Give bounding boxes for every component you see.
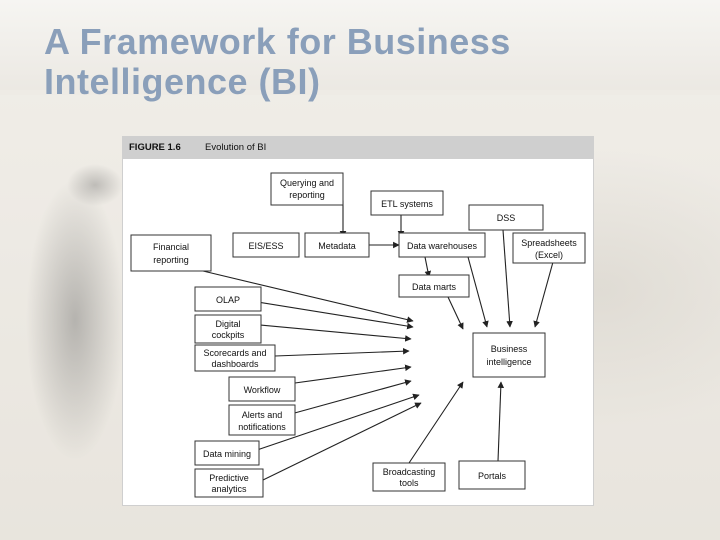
node-metadata: Metadata xyxy=(305,233,369,257)
node-label-line: dashboards xyxy=(211,359,259,369)
node-label-line: intelligence xyxy=(486,357,531,367)
node-label-line: EIS/ESS xyxy=(248,241,283,251)
node-label-line: reporting xyxy=(289,190,325,200)
node-label-line: Portals xyxy=(478,471,507,481)
arrow-olap-to-center xyxy=(239,299,413,327)
node-label-line: Data marts xyxy=(412,282,457,292)
arrow-querying-to-warehouses xyxy=(305,201,343,237)
node-eis-ess: EIS/ESS xyxy=(233,233,299,257)
node-label-line: ETL systems xyxy=(381,199,433,209)
node-label-line: tools xyxy=(399,478,419,488)
node-portals: Portals xyxy=(459,461,525,489)
node-label-line: Financial xyxy=(153,242,189,252)
node-label-line: Metadata xyxy=(318,241,356,251)
arrow-workflow-to-center xyxy=(295,367,411,383)
node-label-line: notifications xyxy=(238,422,286,432)
node-label-line: reporting xyxy=(153,255,189,265)
node-label-line: Spreadsheets xyxy=(521,238,577,248)
node-label-line: Broadcasting xyxy=(383,467,436,477)
arrow-spreadsheets-to-bi xyxy=(535,262,553,327)
node-label-line: (Excel) xyxy=(535,250,563,260)
figure-panel: FIGURE 1.6 Evolution of BI xyxy=(122,136,594,506)
arrow-broadcasting-to-bi xyxy=(409,382,463,463)
node-label-line: Data mining xyxy=(203,449,251,459)
node-label-line: analytics xyxy=(211,484,247,494)
slide-title: A Framework for Business Intelligence (B… xyxy=(44,22,511,102)
arrow-dss-to-bi xyxy=(503,230,510,327)
node-dss: DSS xyxy=(469,205,543,230)
node-alerts-notifications: Alerts and notifications xyxy=(229,405,295,435)
node-label-line: DSS xyxy=(497,213,516,223)
node-label-line: OLAP xyxy=(216,295,240,305)
bi-evolution-diagram: Querying and reporting ETL systems DSS F… xyxy=(123,137,593,505)
slide-title-line-1: A Framework for Business xyxy=(44,21,511,62)
node-spreadsheets: Spreadsheets (Excel) xyxy=(513,233,585,263)
arrow-alerts-to-center xyxy=(291,381,411,414)
node-olap: OLAP xyxy=(195,287,261,311)
node-digital-cockpits: Digital cockpits xyxy=(195,315,261,343)
node-querying-reporting: Querying and reporting xyxy=(271,173,343,205)
node-label-line: Data warehouses xyxy=(407,241,478,251)
node-data-warehouses: Data warehouses xyxy=(399,233,485,257)
node-data-marts: Data marts xyxy=(399,275,469,297)
arrow-scorecards-to-center xyxy=(275,351,409,356)
node-workflow: Workflow xyxy=(229,377,295,401)
arrow-warehouses-to-bi xyxy=(468,257,487,327)
arrow-portals-to-bi xyxy=(498,382,501,461)
node-label-line: Digital xyxy=(215,319,240,329)
node-label-line: Scorecards and xyxy=(203,348,266,358)
node-label-line: Business xyxy=(491,344,528,354)
arrow-warehouses-to-marts xyxy=(425,257,429,277)
arrow-marts-to-bi xyxy=(448,297,463,329)
node-label-line: Predictive xyxy=(209,473,249,483)
node-label-line: Alerts and xyxy=(242,410,283,420)
node-broadcasting-tools: Broadcasting tools xyxy=(373,463,445,491)
node-scorecards-dashboards: Scorecards and dashboards xyxy=(195,345,275,371)
node-financial-reporting: Financial reporting xyxy=(131,235,211,271)
node-etl-systems: ETL systems xyxy=(371,191,443,215)
node-business-intelligence: Business intelligence xyxy=(473,333,545,377)
node-label-line: cockpits xyxy=(212,330,245,340)
node-label-line: Workflow xyxy=(244,385,281,395)
node-predictive-analytics: Predictive analytics xyxy=(195,469,263,497)
arrow-cockpits-to-center xyxy=(249,324,411,339)
slide-title-line-2: Intelligence (BI) xyxy=(44,61,321,102)
node-data-mining: Data mining xyxy=(195,441,259,465)
node-label-line: Querying and xyxy=(280,178,334,188)
